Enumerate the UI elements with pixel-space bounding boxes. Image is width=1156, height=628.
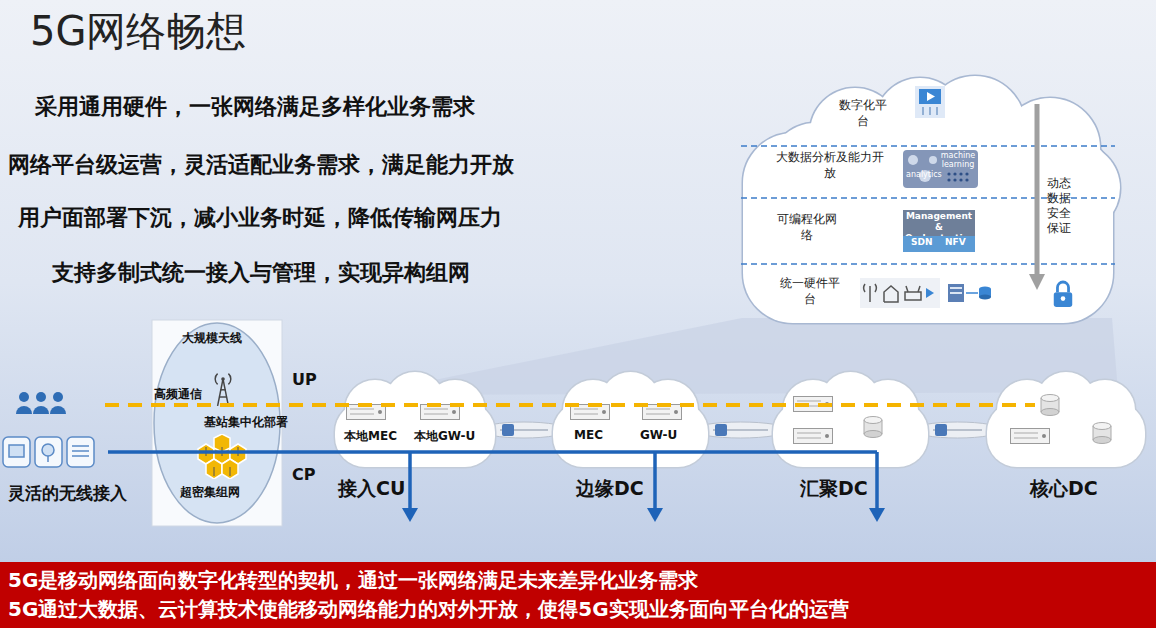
layer-band: 大数据分析及能力开放 <box>775 150 885 183</box>
layer-label: 大数据分析及能力开放 <box>775 150 885 181</box>
side-label: 动态数据安全保证 <box>1047 176 1073 236</box>
layer-divider <box>741 263 1115 265</box>
control-plane-drop <box>875 452 879 510</box>
icon <box>421 405 460 420</box>
icon <box>643 405 682 420</box>
node-text: 大规模天线 <box>182 330 242 347</box>
icon <box>860 278 991 308</box>
icon <box>915 86 945 118</box>
security-arrowhead <box>1029 274 1045 290</box>
label-box: SDN NFV <box>903 236 975 252</box>
title: 5G网络畅想 <box>30 4 246 59</box>
icon <box>903 150 978 188</box>
site-heading: 边缘DC <box>576 476 644 502</box>
dc-cloud: 核心DC <box>982 372 1150 500</box>
radio-ellipse: 大规模天线高频通信基站集中化部署超密集组网 <box>152 320 282 526</box>
unit-label: GW-U <box>640 428 677 442</box>
icon-label: analytics <box>906 170 942 179</box>
control-plane-arrowhead <box>647 508 663 522</box>
layer-label: 数字化平台 <box>835 98 891 129</box>
icon <box>347 405 386 420</box>
user-icon <box>16 392 66 414</box>
router-icon <box>715 424 727 436</box>
plane-label: UP <box>292 370 317 389</box>
headline: 网络平台级运营，灵活适配业务需求，满足能力开放 <box>8 150 514 180</box>
icon <box>1011 429 1050 444</box>
router-icon <box>935 424 947 436</box>
control-plane-arrowhead <box>402 508 418 522</box>
layer-band: 数字化平台 <box>835 98 891 131</box>
layer-label: 可编程化网络 <box>777 212 837 243</box>
unit-label: 本地MEC <box>344 428 397 445</box>
icon <box>215 374 231 406</box>
icon <box>1041 395 1059 416</box>
user-plane-line <box>105 403 1035 407</box>
layer-band: 统一硬件平台 <box>780 276 840 309</box>
node-text: 超密集组网 <box>180 484 240 501</box>
node-text: 高频通信 <box>154 386 202 403</box>
control-plane-line <box>108 450 877 454</box>
security-arrow <box>1035 104 1040 276</box>
control-plane-drop <box>653 452 657 510</box>
plane-label: CP <box>292 465 315 484</box>
unit-label: MEC <box>574 428 603 442</box>
terminal-icons <box>3 437 94 467</box>
icon <box>571 405 610 420</box>
node-text: 基站集中化部署 <box>204 414 288 431</box>
layer-band: 可编程化网络 <box>777 212 837 245</box>
router-icon <box>502 424 514 436</box>
layer-label: 统一硬件平台 <box>780 276 840 307</box>
dc-cloud: 本地MEC 本地GW-U 接入CU <box>330 372 500 500</box>
caption-line: 5G是移动网络面向数字化转型的契机，通过一张网络满足未来差异化业务需求 <box>8 567 698 594</box>
control-plane-arrowhead <box>869 508 885 522</box>
site-heading: 核心DC <box>1030 476 1098 502</box>
headline: 支持多制式统一接入与管理，实现异构组网 <box>52 258 470 288</box>
caption-bar <box>0 562 1156 628</box>
projection-fan <box>360 318 1118 395</box>
control-plane-drop <box>408 452 412 510</box>
icon <box>864 417 882 438</box>
icon <box>794 429 833 444</box>
nfv-label: NFV <box>945 237 966 247</box>
icon <box>1093 423 1111 444</box>
site-heading: 接入CU <box>338 476 405 502</box>
icon-label: machine learning <box>940 152 976 170</box>
caption-line: 5G通过大数据、云计算技术使能移动网络能力的对外开放，使得5G实现业务面向平台化… <box>8 596 849 623</box>
access-label: 灵活的无线接入 <box>8 482 127 505</box>
layer-divider <box>741 145 1115 147</box>
site-heading: 汇聚DC <box>800 476 868 502</box>
cloud-platform: 动态数据安全保证数字化平台大数据分析及能力开放可编程化网络Management … <box>735 78 1120 328</box>
unit-label: 本地GW-U <box>414 428 475 445</box>
icon <box>1054 282 1072 307</box>
headline: 用户面部署下沉，减小业务时延，降低传输网压力 <box>18 203 502 233</box>
icon <box>198 434 246 479</box>
icon <box>794 397 833 412</box>
dc-cloud: 汇聚DC <box>768 372 933 500</box>
dc-cloud: MEC GW-U 边缘DC <box>548 372 713 500</box>
headline: 采用通用硬件，一张网络满足多样化业务需求 <box>35 92 475 122</box>
sdn-label: SDN <box>911 237 933 247</box>
